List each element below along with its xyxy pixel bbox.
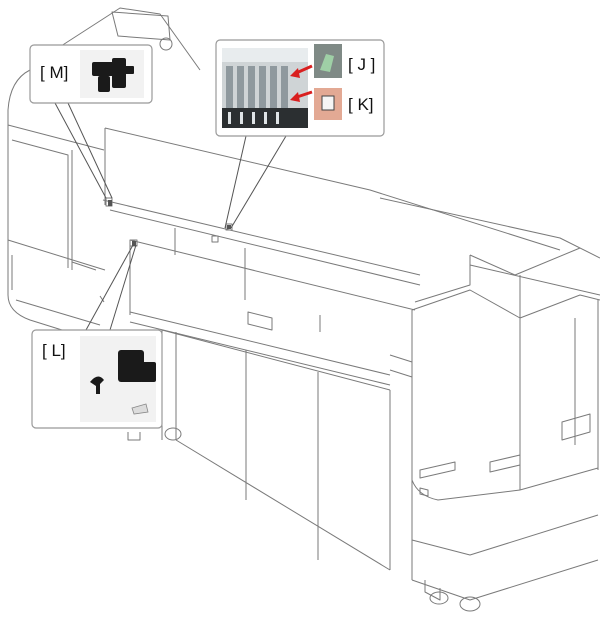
part-l-image [90, 350, 156, 394]
leader-jk-b [230, 135, 287, 229]
callout-jk: [ J ] [ K] [215, 39, 385, 137]
callout-l-label: [ L] [42, 341, 66, 360]
callout-m-label: [ M] [40, 63, 68, 82]
fitting-jk-location [227, 225, 231, 229]
part-k-detail [321, 95, 335, 111]
fittings [108, 200, 231, 246]
part-m-image [92, 58, 134, 92]
part-j-detail [320, 54, 334, 72]
fitting-m-location [108, 200, 112, 206]
callout-l: [ L] [31, 329, 163, 429]
leader-l-b [109, 244, 137, 331]
printer-outline [7, 7, 600, 612]
leader-lines [54, 102, 287, 331]
callout-m: [ M] [29, 44, 153, 104]
fitting-l-location [132, 241, 136, 246]
leader-jk-a [224, 135, 247, 229]
callout-jk-arrows [290, 64, 313, 102]
leader-m-b [67, 102, 113, 199]
leader-m-a [54, 102, 107, 199]
leader-l-a [85, 244, 134, 331]
part-l-clip [131, 403, 149, 415]
callout-j-label: [ J ] [348, 55, 375, 74]
callout-k-label: [ K] [348, 95, 374, 114]
callout-jk-photo [222, 48, 308, 128]
